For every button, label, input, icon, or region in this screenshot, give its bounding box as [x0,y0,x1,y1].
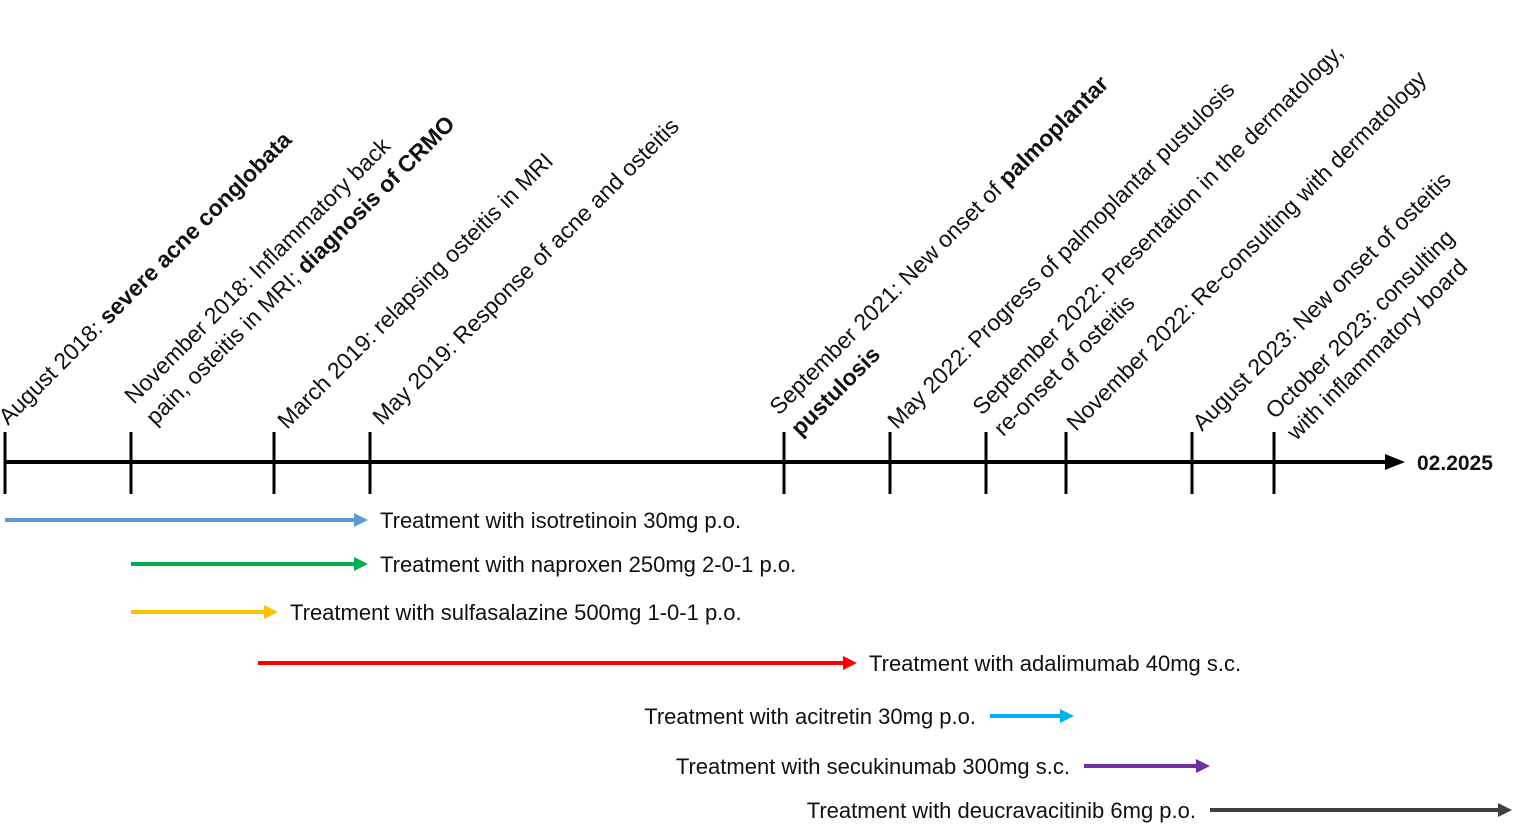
treatment-label: Treatment with secukinumab 300mg s.c. [676,754,1070,779]
treatment-arrowhead [354,557,368,571]
timeline-end-label: 02.2025 [1417,452,1493,475]
treatment-arrowhead [843,656,857,670]
event-label-line: with inflammatory board [1281,254,1473,446]
timeline-axis: 02.2025 [4,452,1493,475]
treatment-deucravacitinib: Treatment with deucravacitinib 6mg p.o. [807,798,1512,823]
treatment-label: Treatment with isotretinoin 30mg p.o. [380,508,741,533]
treatment-acitretin: Treatment with acitretin 30mg p.o. [644,704,1074,729]
event-labels: August 2018: severe acne conglobataNovem… [0,39,1473,446]
treatment-isotretinoin: Treatment with isotretinoin 30mg p.o. [5,508,741,533]
treatment-arrows: Treatment with isotretinoin 30mg p.o. Tre… [5,508,1512,823]
treatment-arrowhead [1060,709,1074,723]
event-label-line: September 2022: Presentation in the derm… [967,39,1348,420]
treatment-naproxen: Treatment with naproxen 250mg 2-0-1 p.o. [131,552,796,577]
treatment-adalimumab: Treatment with adalimumab 40mg s.c. [258,651,1241,676]
treatment-label: Treatment with adalimumab 40mg s.c. [869,651,1241,676]
treatment-arrowhead [354,513,368,527]
treatment-label: Treatment with sulfasalazine 500mg 1-0-1… [290,600,742,625]
event-label-sep2021: September 2021: New onset of palmoplanta… [764,70,1113,440]
treatment-arrowhead [264,605,278,619]
timeline-axis-arrowhead [1385,454,1405,470]
treatment-secukinumab: Treatment with secukinumab 300mg s.c. [676,754,1210,779]
treatment-sulfasalazine: Treatment with sulfasalazine 500mg 1-0-1… [131,600,742,625]
treatment-label: Treatment with naproxen 250mg 2-0-1 p.o. [380,552,796,577]
treatment-arrowhead [1498,803,1512,817]
treatment-label: Treatment with deucravacitinib 6mg p.o. [807,798,1196,823]
treatment-label: Treatment with acitretin 30mg p.o. [644,704,976,729]
treatment-arrowhead [1196,759,1210,773]
timeline-ticks [3,432,1276,494]
